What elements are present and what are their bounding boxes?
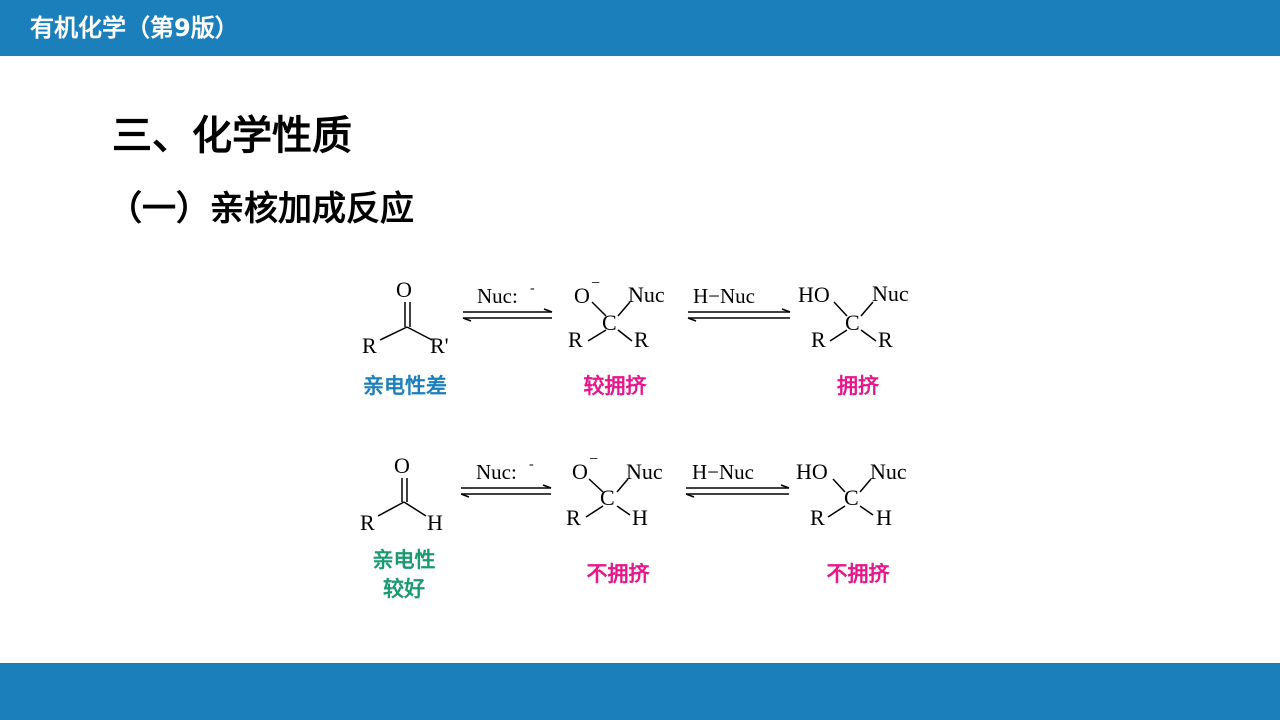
arrow-head	[462, 317, 472, 322]
atom-h: H	[632, 505, 648, 530]
bond-line	[832, 478, 846, 493]
bond-line	[617, 329, 633, 342]
caption-ketone: 亲电性差	[363, 374, 447, 398]
arrow-head	[542, 484, 552, 489]
group-nuc: Nuc	[626, 459, 663, 484]
atom-r: R	[878, 327, 893, 352]
bond-line	[859, 505, 874, 516]
bond-line	[829, 329, 848, 342]
subsection-title: （一）亲核加成反应	[108, 189, 414, 229]
section-title: 三、化学性质	[112, 113, 352, 159]
arrow-head	[687, 317, 697, 322]
bond-line	[833, 301, 848, 317]
bond-rprime-row1	[406, 326, 433, 341]
bond-line	[616, 478, 629, 493]
group-nuc: Nuc	[628, 282, 665, 307]
group-nuc: Nuc	[870, 459, 907, 484]
arrow-head	[685, 493, 695, 498]
bond-line	[827, 505, 846, 518]
atom-o: O	[396, 277, 412, 302]
bond-line	[377, 501, 405, 517]
arrow-head	[781, 308, 791, 313]
bond-line	[616, 505, 631, 516]
group-ho: HO	[798, 282, 830, 307]
atom-r: R	[568, 327, 583, 352]
bond-line	[585, 505, 604, 518]
atom-o: O	[574, 283, 590, 308]
bond-line	[617, 301, 631, 317]
caption-intermediate-row2: 不拥挤	[586, 562, 650, 586]
bond-line	[403, 501, 427, 517]
atom-r: R	[362, 333, 377, 358]
group-ho: HO	[796, 459, 828, 484]
atom-r: R	[360, 510, 375, 535]
caption-product-row2: 不拥挤	[826, 562, 890, 586]
atom-o: O	[572, 459, 588, 484]
arrow-head	[780, 484, 790, 489]
atom-o: O	[394, 453, 410, 478]
reagent-h-nuc: H−Nuc	[693, 284, 755, 308]
atom-c: C	[602, 310, 617, 335]
header-bar	[0, 0, 1280, 56]
caption-aldehyde-line2: 较好	[383, 577, 425, 601]
caption-aldehyde-line1: 亲电性	[372, 548, 436, 572]
bond-line	[860, 301, 874, 317]
atom-r: R	[634, 327, 649, 352]
bond-line	[859, 478, 872, 493]
bond-line	[860, 329, 877, 342]
reagent-nuc: Nuc:	[477, 284, 518, 308]
course-title: 有机化学（第9版）	[30, 14, 239, 42]
reagent-nuc-charge: -	[529, 457, 534, 472]
bond-r-row1	[379, 326, 408, 341]
atom-c: C	[600, 485, 615, 510]
group-nuc: Nuc	[872, 281, 909, 306]
reagent-nuc: Nuc:	[476, 460, 517, 484]
bond-line	[591, 301, 607, 317]
atom-c: C	[845, 310, 860, 335]
atom-r-prime: R'	[430, 333, 449, 358]
arrow-head	[460, 493, 470, 498]
reagent-h-nuc: H−Nuc	[692, 460, 754, 484]
minus-charge: −	[591, 275, 600, 292]
atom-r: R	[566, 505, 581, 530]
atom-h: H	[427, 510, 443, 535]
bond-line	[587, 329, 607, 342]
atom-c: C	[844, 485, 859, 510]
arrow-head	[543, 308, 553, 313]
footer-bar	[0, 663, 1280, 720]
minus-charge: −	[589, 451, 598, 468]
reagent-nuc-charge: -	[530, 281, 535, 296]
atom-r: R	[811, 327, 826, 352]
caption-intermediate-row1: 较拥挤	[583, 374, 647, 398]
atom-h: H	[876, 505, 892, 530]
caption-product-row1: 拥挤	[837, 374, 879, 398]
bond-line	[588, 478, 604, 493]
atom-r: R	[810, 505, 825, 530]
